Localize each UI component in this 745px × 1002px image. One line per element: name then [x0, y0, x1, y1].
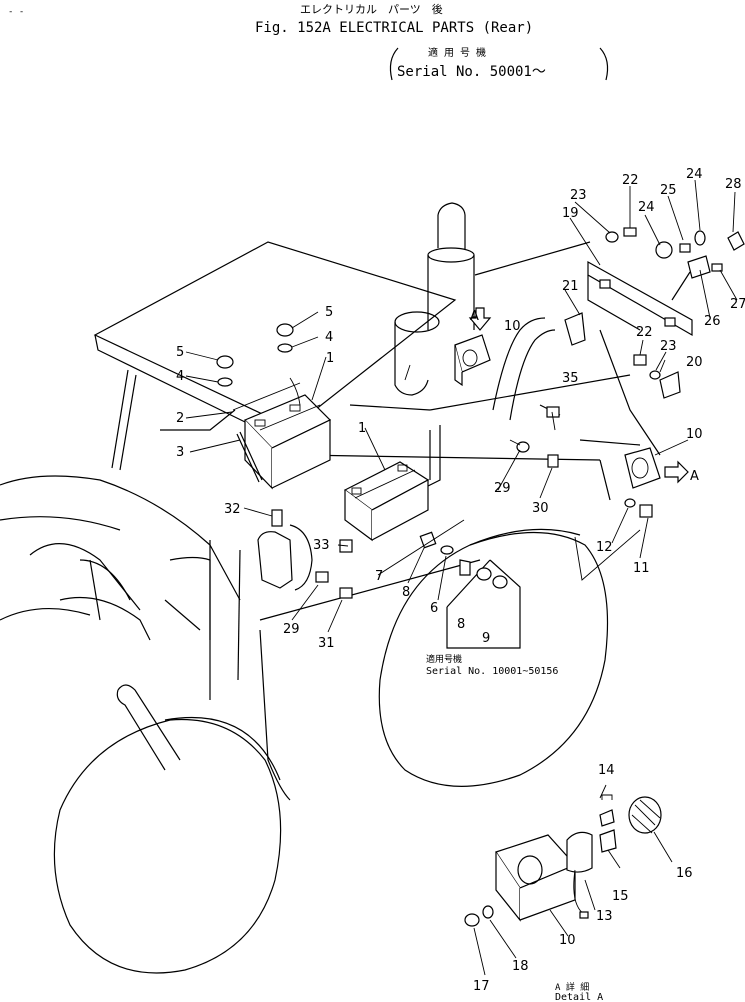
callout-31: 31	[318, 636, 335, 651]
exhaust-stack	[394, 202, 475, 396]
callout-16: 16	[676, 866, 693, 881]
callout-24: 24	[686, 167, 703, 182]
callout-26: 26	[704, 314, 721, 329]
callout-29: 29	[494, 481, 511, 496]
callout-11: 11	[633, 561, 650, 576]
callout-4: 4	[325, 330, 333, 345]
bracket-small-right	[633, 354, 681, 399]
callout-27: 27	[730, 297, 745, 312]
callout-33: 33	[313, 538, 330, 553]
callout-13: 13	[596, 909, 613, 924]
callout-2: 2	[176, 411, 184, 426]
small-parts-center	[419, 439, 559, 576]
callout-22: 22	[636, 325, 653, 340]
left-rear-tire	[53, 716, 282, 974]
inset-box	[446, 559, 521, 649]
callout-5: 5	[325, 305, 333, 320]
title-japanese: エレクトリカル パーツ 後	[300, 2, 443, 16]
lamp-bracket	[587, 227, 745, 337]
callout-10: 10	[504, 319, 521, 334]
callout-15: 15	[612, 889, 629, 904]
frame-left	[0, 475, 241, 641]
callout-9: 9	[482, 631, 490, 646]
callout-5: 5	[176, 345, 184, 360]
serial-bracket-right	[599, 47, 609, 81]
callout-30: 30	[532, 501, 549, 516]
callout-8: 8	[402, 585, 410, 600]
callout-1: 1	[326, 351, 334, 366]
callout-3: 3	[176, 445, 184, 460]
detail-label: Detail A	[555, 992, 603, 1002]
pipe-and-bracket	[492, 312, 586, 421]
callout-32: 32	[224, 502, 241, 517]
callout-10: 10	[559, 933, 576, 948]
callout-21: 21	[562, 279, 579, 294]
lamp-upper	[454, 307, 492, 387]
inset-serial: Serial No. 10001~50156	[426, 666, 558, 677]
nuts-washers-left	[216, 323, 294, 387]
view-a-label-top: A	[470, 309, 479, 324]
right-rear-tire	[378, 528, 609, 787]
callout-22: 22	[622, 173, 639, 188]
detail-jp: A 詳 細	[555, 981, 589, 993]
serial-japanese: 適 用 号 機	[428, 46, 486, 59]
callout-18: 18	[512, 959, 529, 974]
inset-serial-jp: 適用号機	[426, 653, 462, 665]
leader-lines	[185, 179, 738, 976]
battery-lower	[343, 461, 430, 542]
callout-35: 35	[562, 371, 579, 386]
control-lever	[116, 684, 181, 771]
callout-1: 1	[358, 421, 366, 436]
figure-title: Fig. 152A ELECTRICAL PARTS (Rear)	[255, 20, 533, 36]
callout-10: 10	[686, 427, 703, 442]
callout-17: 17	[473, 979, 490, 994]
battery-upper	[232, 377, 332, 490]
detail-a	[464, 794, 662, 927]
callout-29: 29	[283, 622, 300, 637]
callout-7: 7	[375, 569, 383, 584]
callout-14: 14	[598, 763, 615, 778]
callout-28: 28	[725, 177, 742, 192]
callout-24: 24	[638, 200, 655, 215]
callouts: 1 1 2 3 4 4 5 5 6 7 8 8 9 10 10 10 11 12…	[176, 167, 745, 994]
view-a-label-right: A	[690, 469, 699, 484]
serial-number: Serial No. 50001～	[397, 64, 546, 80]
callout-25: 25	[660, 183, 677, 198]
callout-12: 12	[596, 540, 613, 555]
callout-8: 8	[457, 617, 465, 632]
callout-23: 23	[570, 188, 587, 203]
serial-bracket-left	[389, 47, 399, 81]
battery-relay	[257, 509, 353, 599]
header-dash-mark: - -	[8, 7, 24, 17]
callout-20: 20	[686, 355, 703, 370]
callout-4: 4	[176, 369, 184, 384]
cab-roof	[93, 241, 457, 471]
battery-bolt	[236, 431, 263, 483]
lamp-right	[624, 447, 689, 518]
callout-6: 6	[430, 601, 438, 616]
callout-23: 23	[660, 339, 677, 354]
callout-19: 19	[562, 206, 579, 221]
